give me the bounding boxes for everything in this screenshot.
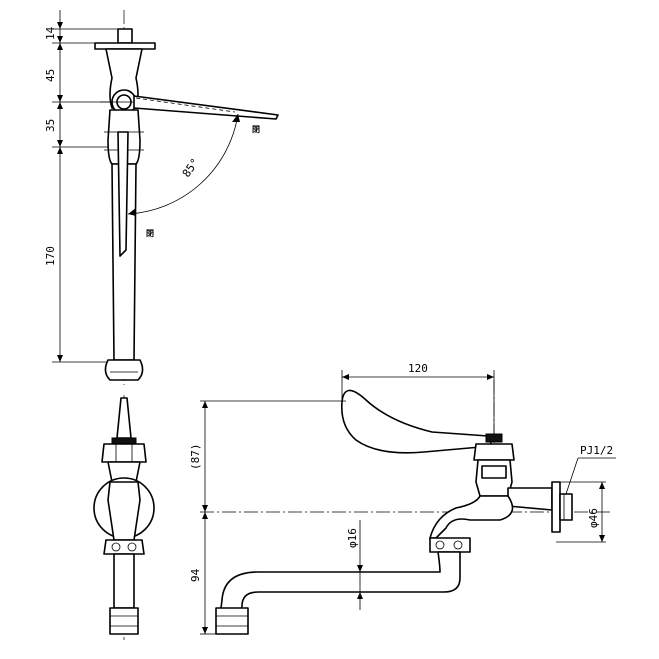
front-spout-tip: [109, 607, 139, 635]
arr-c: [57, 36, 63, 43]
arc-arrow-top: [232, 114, 240, 122]
arc-arrow-bottom: [128, 208, 136, 216]
arr-16-t: [357, 565, 363, 572]
top-flange: [94, 42, 156, 50]
side-lever-handle: [340, 389, 493, 454]
lever-hidden-edge: [135, 97, 236, 113]
side-wall-elbow: [507, 487, 553, 511]
side-spout-tip: [215, 607, 249, 635]
side-wall-flange: [551, 481, 561, 533]
nut-detail-2: [127, 542, 137, 552]
dim-phi16: φ16: [346, 528, 359, 548]
thread-label: PJ1/2: [580, 444, 613, 457]
top-view: 85° 閉 閉 14 45 35 170: [44, 10, 279, 385]
dim-45: 45: [44, 69, 57, 82]
arr-f: [57, 140, 63, 147]
top-stub: [117, 28, 133, 44]
front-lower-nut: [103, 539, 145, 555]
front-lever-cap: [111, 437, 137, 445]
front-lever: [116, 397, 132, 439]
dim-170: 170: [44, 246, 57, 266]
arr-87-b: [202, 505, 208, 512]
side-view: 120 (87) 94 φ16 φ46 PJ1/2: [189, 362, 616, 635]
side-thread-stub: [559, 493, 573, 521]
arr-120-r: [487, 374, 494, 380]
dim-94: 94: [189, 568, 202, 582]
dim-120: 120: [408, 362, 428, 375]
arr-h: [57, 355, 63, 362]
arr-87-t: [202, 401, 208, 408]
arr-16-b: [357, 592, 363, 599]
front-spout-pipe: [113, 553, 135, 609]
arr-b: [57, 43, 63, 50]
dim-35: 35: [44, 119, 57, 132]
front-body-core: [107, 481, 141, 541]
arr-120-l: [342, 374, 349, 380]
nut-detail-1: [111, 542, 121, 552]
swivel-detail-1: [435, 540, 445, 550]
arr-94-b: [202, 627, 208, 634]
dim-phi46: φ46: [587, 508, 600, 528]
angle-label: 85°: [180, 156, 202, 180]
spout-tip: [104, 359, 144, 381]
arr-94-t: [202, 512, 208, 519]
closed-mark-lower: 閉: [146, 229, 154, 238]
arr-46-b: [599, 535, 605, 542]
arr-g: [57, 147, 63, 154]
side-spout-pipe: [219, 551, 461, 617]
arr-a: [57, 22, 63, 29]
front-view: [93, 395, 155, 640]
arr-46-t: [599, 482, 605, 489]
lever-open-position: [117, 131, 129, 257]
side-lever-cap: [485, 433, 503, 443]
thread-leader: [565, 457, 579, 495]
rotation-arc: [127, 113, 239, 215]
swivel-detail-2: [453, 540, 463, 550]
arr-e: [57, 102, 63, 109]
arr-d: [57, 95, 63, 102]
side-hex-nut: [473, 443, 515, 461]
dim-87: (87): [189, 444, 202, 471]
front-hex-nut: [101, 443, 147, 463]
side-body-lower: [429, 495, 514, 539]
dim-14: 14: [44, 26, 57, 40]
closed-mark-upper: 閉: [252, 125, 260, 134]
side-body-window: [481, 465, 507, 479]
